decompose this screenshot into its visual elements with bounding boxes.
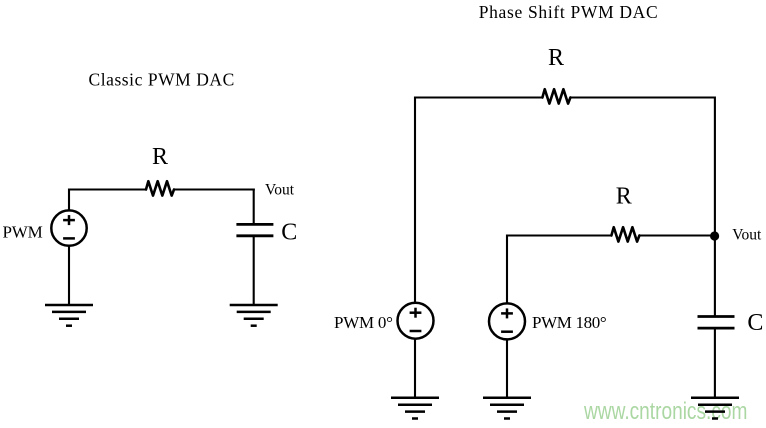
svg-text:PWM: PWM (3, 222, 43, 241)
svg-text:R: R (548, 45, 564, 71)
svg-text:PWM 180°: PWM 180° (532, 313, 606, 332)
svg-text:C: C (281, 220, 297, 246)
svg-text:Classic PWM DAC: Classic PWM DAC (89, 70, 235, 90)
svg-text:PWM 0°: PWM 0° (334, 313, 393, 332)
svg-text:Vout: Vout (265, 182, 295, 199)
svg-text:R: R (616, 184, 632, 210)
svg-text:Phase Shift PWM DAC: Phase Shift PWM DAC (479, 2, 659, 22)
svg-text:R: R (152, 144, 168, 170)
svg-text:Vout: Vout (732, 226, 762, 243)
svg-text:C: C (747, 310, 763, 336)
